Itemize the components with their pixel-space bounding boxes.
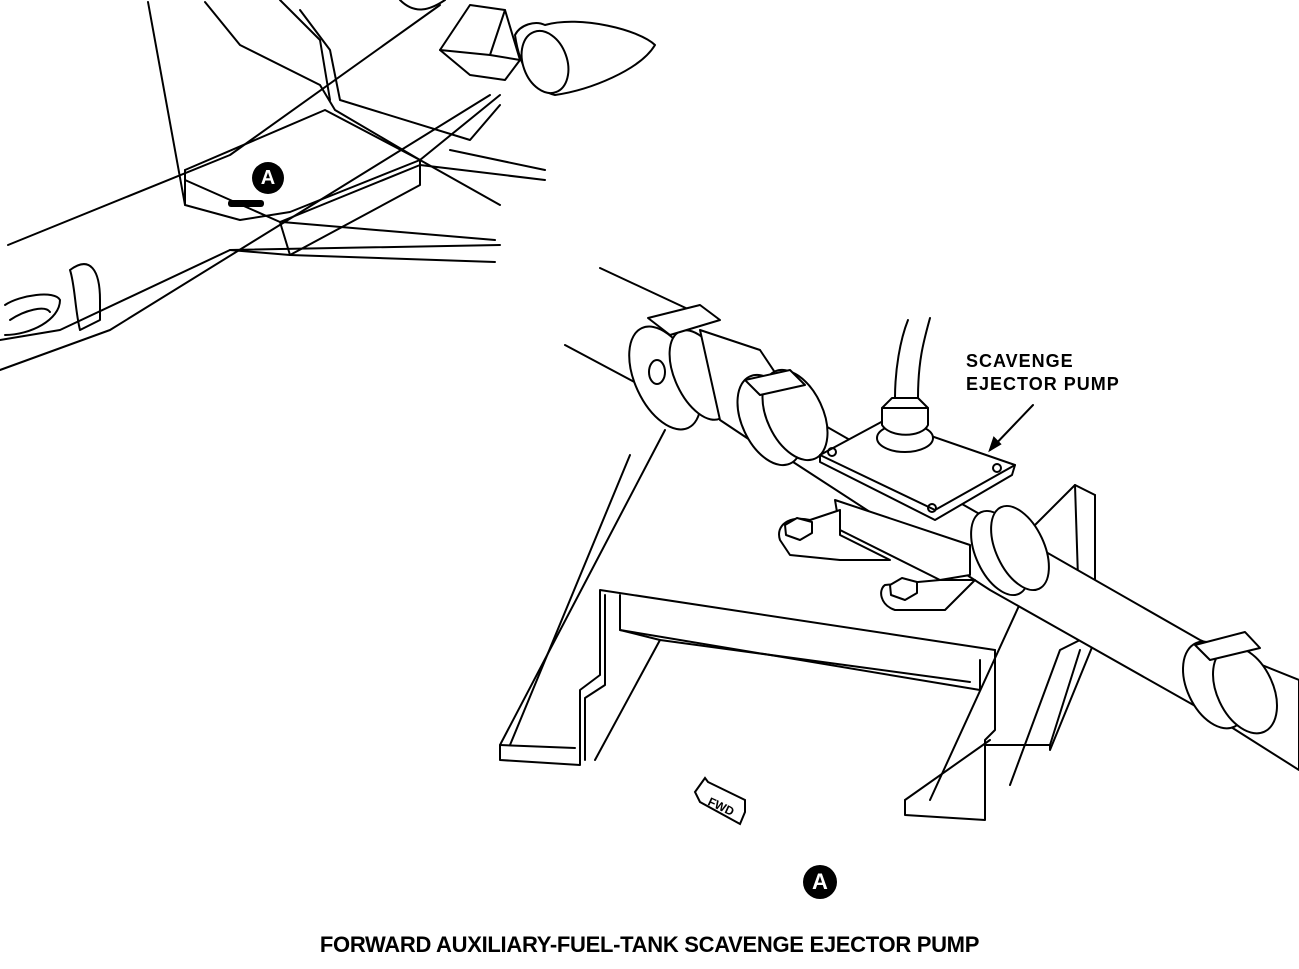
airframe-overview (0, 0, 656, 371)
figure-title: FORWARD AUXILIARY-FUEL-TANK SCAVENGE EJE… (319, 932, 980, 957)
callout-line2: EJECTOR PUMP (966, 374, 1120, 394)
callout-line1: SCAVENGE (966, 351, 1074, 371)
locator-marker (228, 200, 264, 207)
ejector-pump (778, 317, 1034, 611)
bolt-left (784, 517, 813, 541)
fitting-nut (881, 397, 929, 436)
fwd-arrow-icon: FWD (693, 776, 746, 826)
detail-view-badge: A (803, 865, 837, 899)
support-bracket (499, 429, 1096, 821)
bolt-lower (889, 577, 918, 601)
detail-locator-badge: A (252, 162, 284, 194)
callout-label: SCAVENGE EJECTOR PUMP (966, 350, 1120, 396)
